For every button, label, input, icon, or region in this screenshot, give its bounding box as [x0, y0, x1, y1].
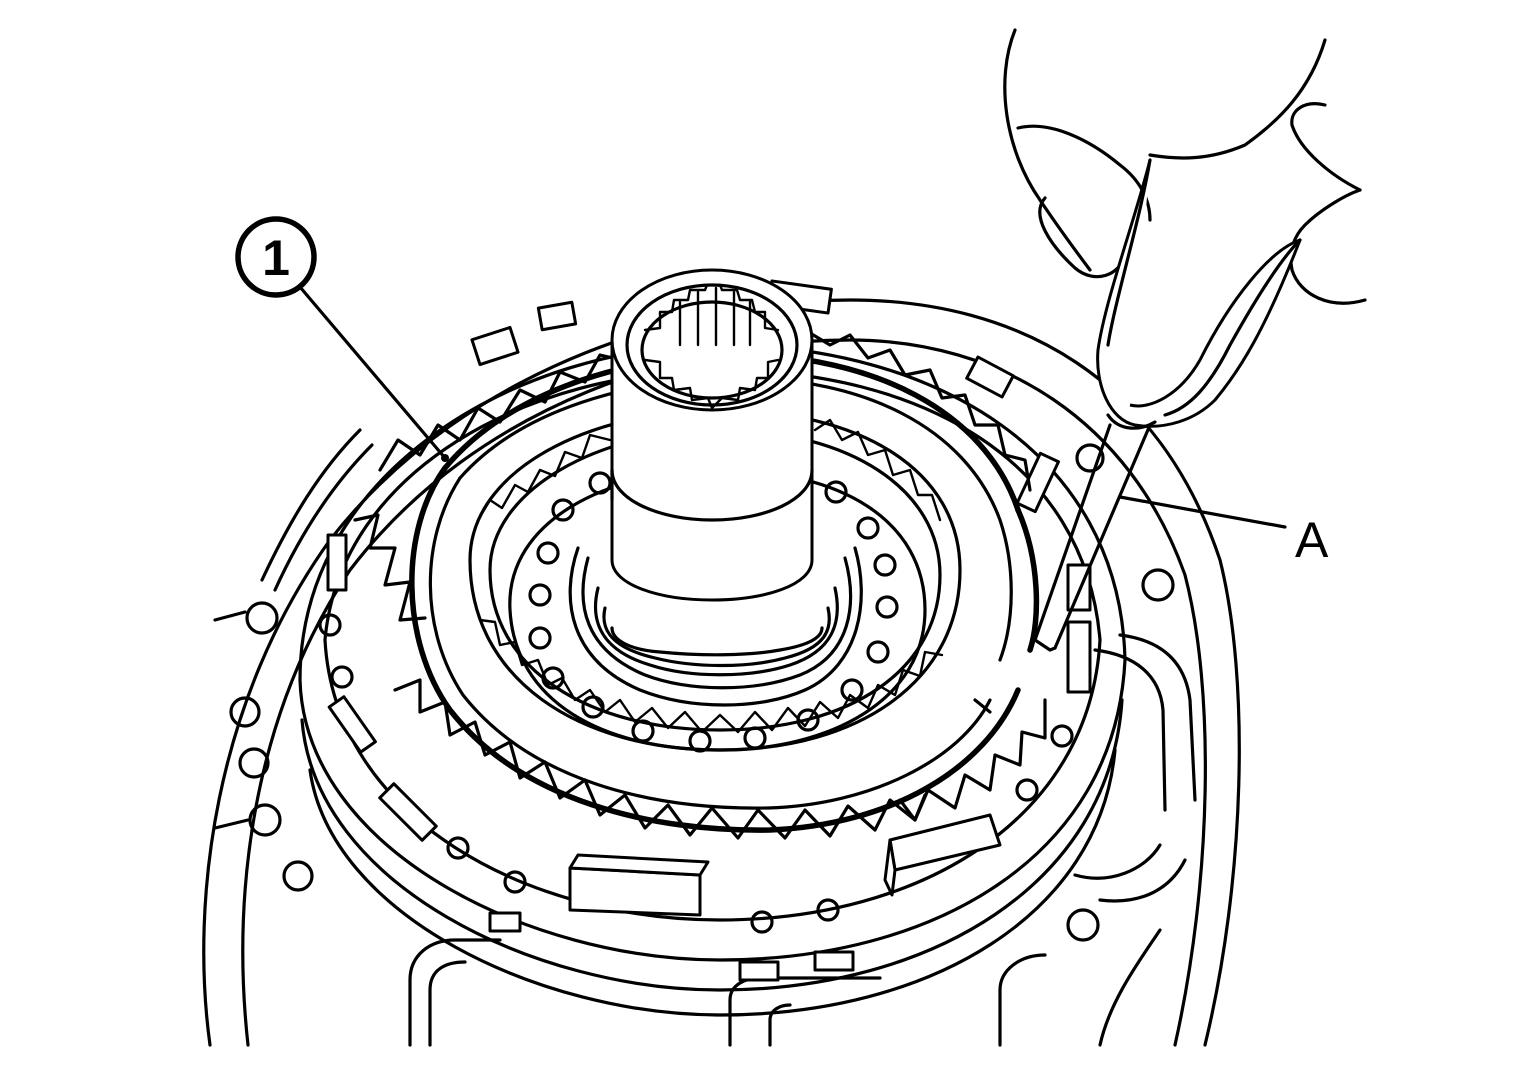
snap-ring [409, 352, 1040, 833]
center-shaft [610, 268, 814, 602]
callout-1: 1 [235, 216, 449, 462]
callout-a: A [1118, 495, 1329, 568]
outer-housing [202, 298, 1241, 1047]
drum-slots [326, 279, 1092, 982]
housing-holes [229, 443, 1175, 942]
shaft-base [568, 546, 863, 707]
callout-a-label: A [1295, 512, 1329, 568]
drum-holes [318, 613, 1074, 934]
hand-holding-tool [1003, 28, 1367, 652]
callout-1-label: 1 [262, 230, 290, 286]
